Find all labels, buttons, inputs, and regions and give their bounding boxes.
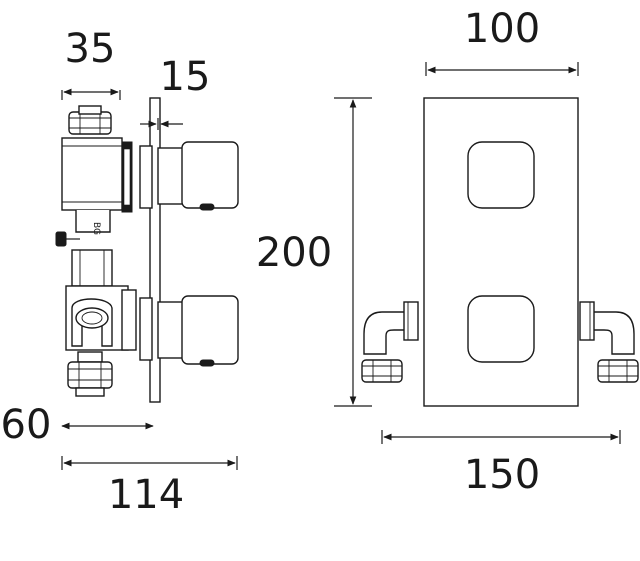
dimension-35: 35	[61, 26, 121, 100]
dimension-114: 114	[61, 456, 238, 518]
lower-handle-side	[157, 295, 239, 367]
dimension-35-label: 35	[65, 26, 116, 72]
upper-handle-side	[157, 141, 239, 211]
bottom-fitting	[67, 351, 113, 397]
upper-handle-front	[467, 141, 535, 209]
top-fitting	[68, 105, 112, 135]
dimension-200: 200	[256, 97, 372, 407]
dimension-150-label: 150	[464, 452, 540, 498]
side-view: BG	[1, 26, 239, 518]
dimension-100-label: 100	[464, 6, 540, 52]
right-elbow	[579, 301, 639, 383]
wall-plate-side	[139, 97, 161, 403]
body-marking: BG	[91, 222, 101, 235]
front-view: 100 200 150	[256, 6, 639, 498]
dimension-15: 15	[140, 54, 210, 130]
middle-pipe	[71, 249, 113, 287]
lower-handle-front	[467, 295, 535, 363]
dimension-15-label: 15	[160, 54, 211, 100]
diverter-screw	[55, 231, 80, 247]
dimension-60-label: 60	[1, 402, 52, 448]
dimension-60: 60	[1, 402, 154, 448]
dimension-200-label: 200	[256, 230, 332, 276]
dimension-100: 100	[425, 6, 579, 76]
left-elbow	[361, 301, 419, 383]
dimension-114-label: 114	[108, 472, 184, 518]
upper-body	[61, 137, 133, 233]
dimension-150: 150	[381, 430, 621, 498]
lower-body	[65, 285, 137, 351]
